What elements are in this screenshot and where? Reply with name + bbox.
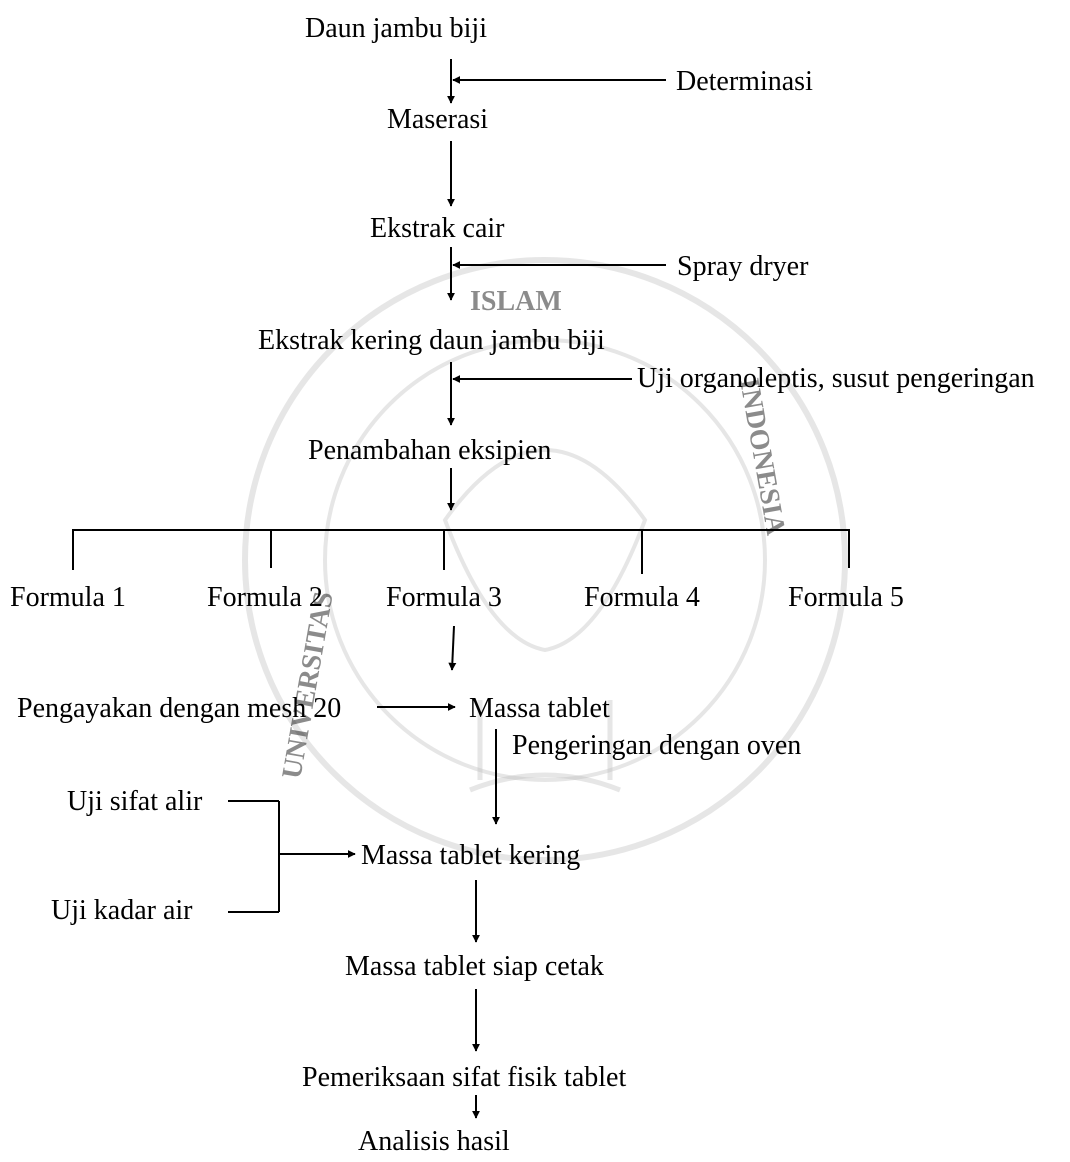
step-massa-siap-cetak: Massa tablet siap cetak — [345, 951, 604, 982]
step-pengayakan: Pengayakan dengan mesh 20 — [17, 693, 341, 724]
formula-2: Formula 2 — [207, 582, 323, 613]
formula-4: Formula 4 — [584, 582, 700, 613]
arrow-formula-3-to-massa — [448, 625, 457, 671]
step-massa-tablet-kering: Massa tablet kering — [361, 840, 580, 871]
step-ekstrak-kering: Ekstrak kering daun jambu biji — [258, 325, 605, 356]
step-uji-kadar-air: Uji kadar air — [51, 895, 193, 926]
step-uji-sifat-alir: Uji sifat alir — [67, 786, 203, 817]
step-uji-organoleptis: Uji organoleptis, susut pengeringan — [637, 363, 1035, 394]
formula-1: Formula 1 — [10, 582, 126, 613]
step-pemeriksaan: Pemeriksaan sifat fisik tablet — [302, 1062, 626, 1093]
step-maserasi: Maserasi — [387, 104, 488, 135]
step-analisis-hasil: Analisis hasil — [358, 1126, 510, 1157]
watermark-top-text: ISLAM — [470, 286, 562, 317]
step-determinasi: Determinasi — [676, 66, 813, 97]
step-ekstrak-cair: Ekstrak cair — [370, 213, 505, 244]
step-pengeringan-oven: Pengeringan dengan oven — [512, 730, 801, 761]
watermark-right-text: INDONESIA — [733, 376, 791, 538]
formula-5: Formula 5 — [788, 582, 904, 613]
step-spray-dryer: Spray dryer — [677, 251, 809, 282]
step-penambahan-eksipien: Penambahan eksipien — [308, 435, 551, 466]
step-massa-tablet: Massa tablet — [469, 693, 610, 724]
formula-3: Formula 3 — [386, 582, 502, 613]
watermark-left-text: UNIVERSITAS — [276, 589, 339, 781]
step-daun-jambu-biji: Daun jambu biji — [305, 13, 487, 44]
